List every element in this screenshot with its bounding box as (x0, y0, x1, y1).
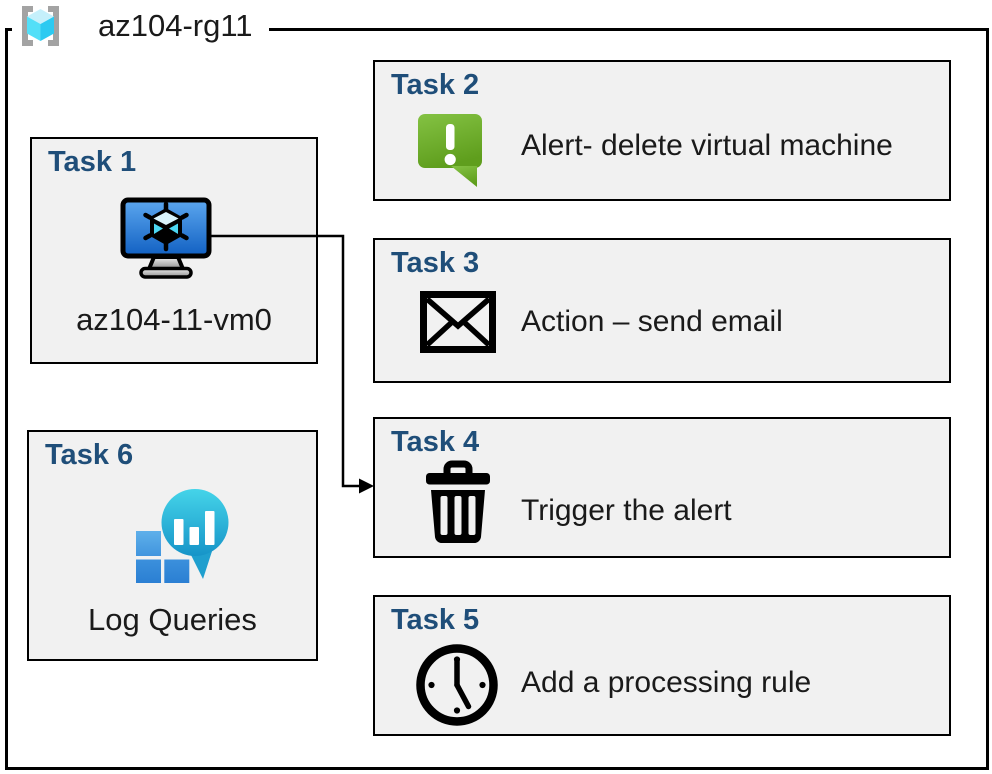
task-box-4: Task 4 Trigger the alert (373, 417, 951, 558)
trash-can-icon (425, 460, 491, 551)
clock-icon (416, 644, 498, 731)
task-3-label: Task 3 (391, 247, 480, 279)
task-4-text: Trigger the alert (521, 494, 732, 527)
task-1-text: az104-11-vm0 (76, 302, 272, 337)
task-6-text: Log Queries (88, 602, 257, 637)
log-analytics-icon (136, 489, 230, 588)
task-3-text: Action – send email (521, 305, 783, 338)
task-box-3: Task 3 Action – send email (373, 238, 951, 383)
task-box-2: Task 2 Alert- delete virtual machine (373, 60, 951, 201)
task-box-5: Task 5 Add a processing rule (373, 595, 951, 736)
resource-group-legend: az104-rg11 (12, 1, 269, 51)
task-4-label: Task 4 (391, 426, 480, 458)
alert-message-icon (417, 113, 483, 196)
task-6-label: Task 6 (45, 439, 134, 471)
task-1-label: Task 1 (48, 146, 137, 178)
task-2-text: Alert- delete virtual machine (521, 129, 893, 162)
task-2-label: Task 2 (391, 69, 480, 101)
task-box-6: Task 6 (27, 430, 318, 661)
task-5-label: Task 5 (391, 604, 480, 636)
virtual-machine-icon (120, 197, 212, 284)
resource-group-icon (17, 4, 64, 48)
task-5-text: Add a processing rule (521, 666, 812, 699)
email-envelope-icon (420, 291, 496, 358)
task-box-1: Task 1 (30, 137, 318, 364)
resource-group-title: az104-rg11 (98, 8, 253, 43)
